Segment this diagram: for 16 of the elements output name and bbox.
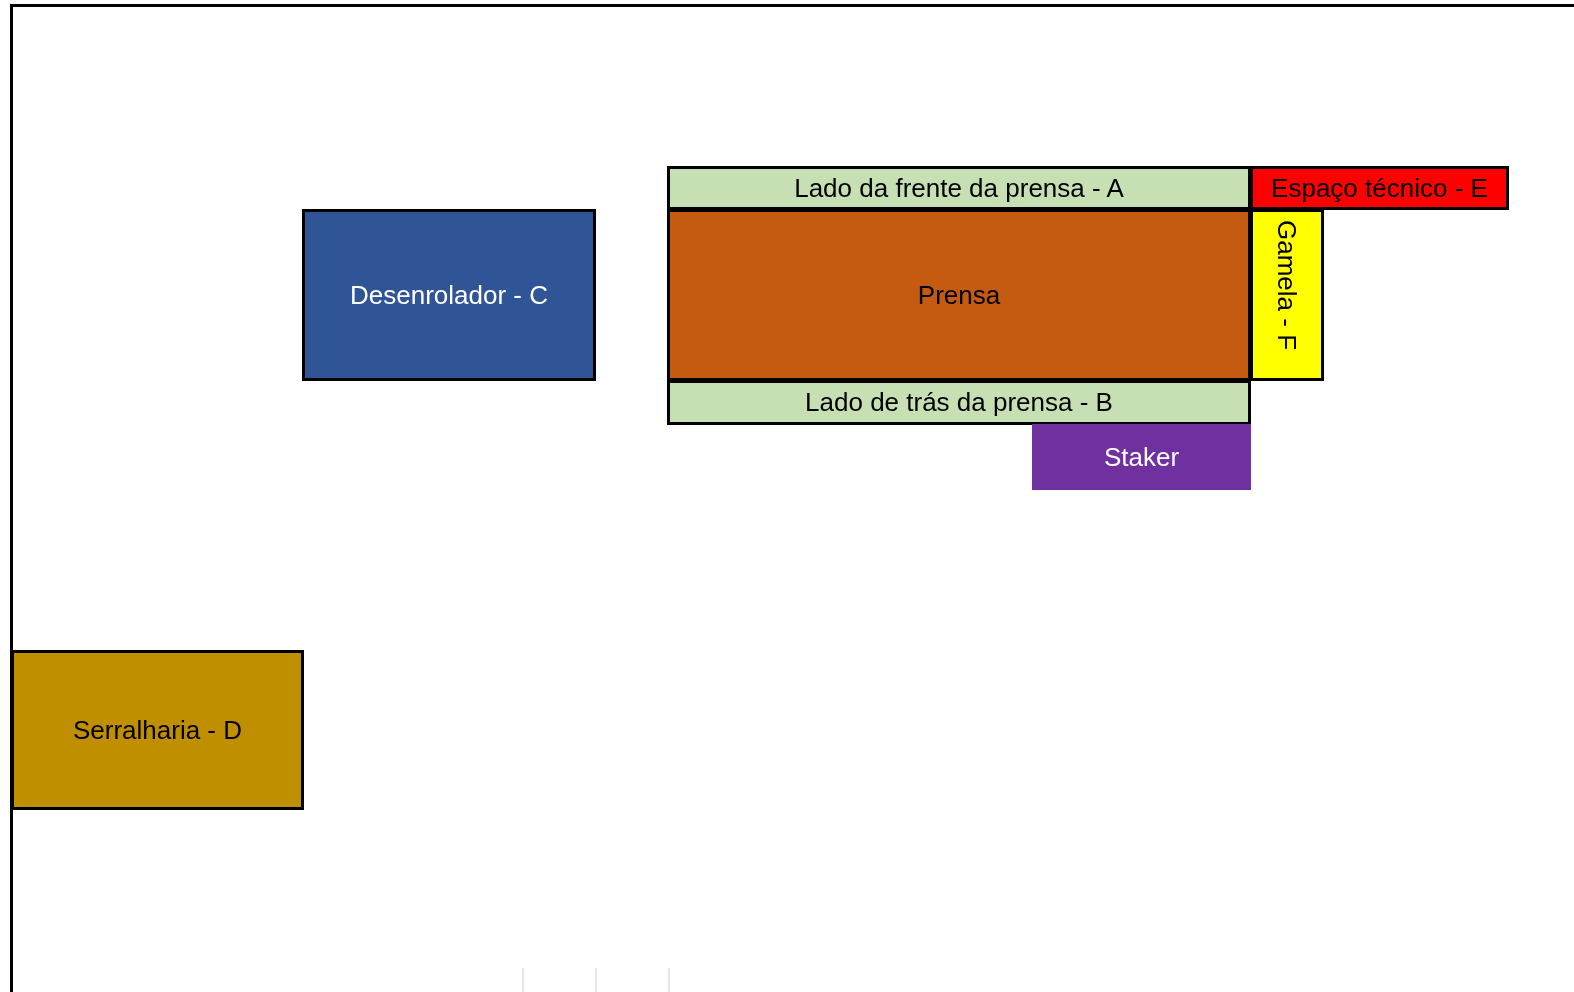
area-label: Prensa [917, 280, 1001, 310]
metalwork-block [11, 650, 304, 810]
area-label: Gamela - F [1272, 220, 1302, 351]
press-front-zone [667, 166, 1251, 210]
stacker-block [1032, 424, 1251, 490]
press-block [667, 209, 1251, 381]
tray-block [1250, 209, 1324, 381]
area-label: Serralharia - D [72, 715, 243, 745]
area-label: Lado da frente da prensa - A [794, 173, 1124, 203]
area-label: Staker [1103, 442, 1180, 472]
uncoiler-block [302, 209, 596, 381]
press-back-zone [667, 380, 1251, 425]
technical-space-zone [1250, 166, 1509, 210]
area-label: Desenrolador - C [350, 280, 548, 310]
area-label: Espaço técnico - E [1271, 173, 1488, 203]
area-label: Lado de trás da prensa - B [805, 388, 1113, 417]
